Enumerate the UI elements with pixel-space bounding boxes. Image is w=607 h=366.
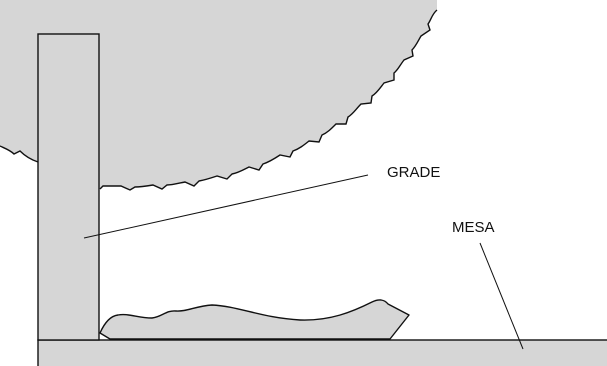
table-leader-line xyxy=(479,242,524,350)
saw-blade-left-teeth-outline xyxy=(0,145,39,163)
workpiece xyxy=(99,299,410,340)
fence-leader-line xyxy=(83,174,369,239)
saw-blade-teeth-outline xyxy=(99,9,438,191)
fence-label: GRADE xyxy=(387,164,440,181)
fence xyxy=(37,33,100,341)
saw-blade xyxy=(0,0,437,190)
table-label: MESA xyxy=(452,219,495,236)
table xyxy=(37,339,607,366)
